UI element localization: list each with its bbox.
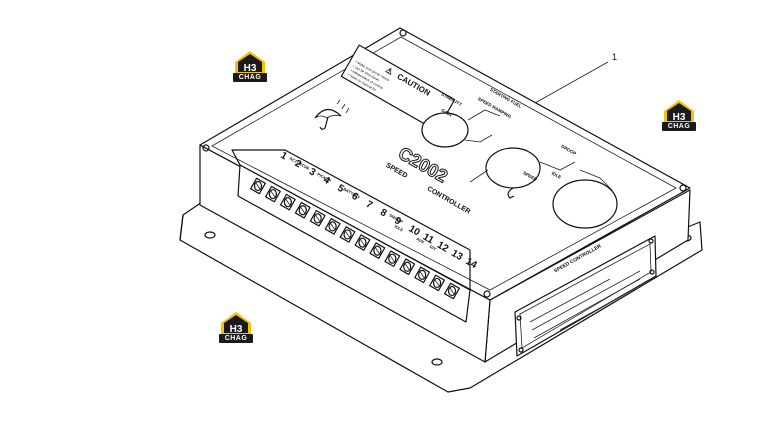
- terminal-screw[interactable]: [429, 274, 445, 292]
- logo-subtext: CHAG: [224, 335, 248, 342]
- mount-hole: [431, 358, 443, 366]
- logo-subtext: CHAG: [238, 74, 262, 81]
- label-gain: GAIN: [440, 108, 452, 118]
- callout-number: 1: [612, 52, 617, 62]
- terminal-screw[interactable]: [444, 282, 460, 300]
- header-10v: 10V: [428, 244, 437, 252]
- logo-text: H3: [230, 324, 243, 335]
- terminal-screw[interactable]: [279, 193, 296, 211]
- terminal-screw[interactable]: [309, 210, 326, 227]
- screw-icon: [399, 29, 407, 37]
- terminal-screw[interactable]: [324, 218, 341, 235]
- terminal-screw[interactable]: [250, 177, 266, 195]
- screw-icon: [679, 184, 687, 192]
- logo-mark-icon: H3: [664, 100, 694, 123]
- leader-line: [579, 169, 613, 191]
- caution-icon: ⚠: [384, 65, 395, 76]
- logo-mark-icon: H3: [221, 312, 251, 335]
- logo-text: H3: [244, 63, 257, 74]
- leader-line: [469, 169, 489, 183]
- terminal-screw[interactable]: [384, 250, 401, 267]
- logo-text: H3: [673, 112, 686, 123]
- terminal-screw[interactable]: [399, 258, 416, 276]
- leader-line: [534, 61, 609, 104]
- terminal-label-zone: [231, 149, 471, 291]
- terminal-screws: [250, 177, 460, 300]
- keep-dry-umbrella-icon: [314, 99, 350, 130]
- pot-starting-fuel[interactable]: [421, 112, 469, 148]
- terminal-number: 12: [435, 240, 450, 255]
- leader-line: [539, 161, 576, 171]
- pot-gain[interactable]: [485, 147, 541, 189]
- terminal-screw[interactable]: [339, 226, 356, 243]
- terminal-screw[interactable]: [294, 201, 311, 219]
- brand-logo: H3 CHAG: [219, 311, 253, 343]
- speed-arrow-icon: [507, 187, 515, 199]
- brand-logo: H3 CHAG: [662, 99, 696, 131]
- top-face-inner-edge: [211, 36, 677, 291]
- terminal-screw[interactable]: [354, 234, 371, 251]
- terminal-number: 2: [293, 158, 304, 171]
- logo-mark-icon: H3: [235, 51, 265, 74]
- terminal-number: 9: [392, 215, 403, 228]
- header-droop: DROOP: [389, 213, 405, 225]
- terminal-screw[interactable]: [369, 242, 386, 259]
- terminal-number: 14: [464, 256, 479, 271]
- screw-icon: [483, 290, 491, 298]
- header-idle: IDLE: [394, 224, 405, 233]
- terminal-number: 4: [321, 175, 332, 188]
- leader-line: [464, 134, 493, 143]
- terminal-number: 7: [364, 199, 375, 212]
- logo-subtext: CHAG: [667, 123, 691, 130]
- header-pickup: PICKUP: [316, 172, 332, 184]
- terminal-number: 1: [279, 150, 290, 163]
- leader-line: [467, 109, 501, 121]
- brand-logo: H3 CHAG: [233, 50, 267, 82]
- terminal-number: 6: [350, 191, 361, 204]
- flange-edge: [179, 214, 184, 241]
- screw-icon: [202, 144, 210, 152]
- terminal-number: 13: [449, 248, 464, 263]
- terminal-number: 10: [407, 223, 422, 238]
- pot-speed[interactable]: [552, 179, 618, 229]
- mount-hole: [204, 231, 216, 239]
- header-aux: AUX: [415, 236, 425, 245]
- label-idle: IDLE: [551, 170, 562, 179]
- terminal-screw[interactable]: [414, 266, 431, 284]
- terminal-number: 8: [378, 207, 389, 220]
- terminal-screw[interactable]: [265, 185, 281, 203]
- terminal-number: 5: [335, 183, 346, 196]
- terminal-number: 3: [307, 166, 318, 179]
- terminal-block: [237, 164, 471, 323]
